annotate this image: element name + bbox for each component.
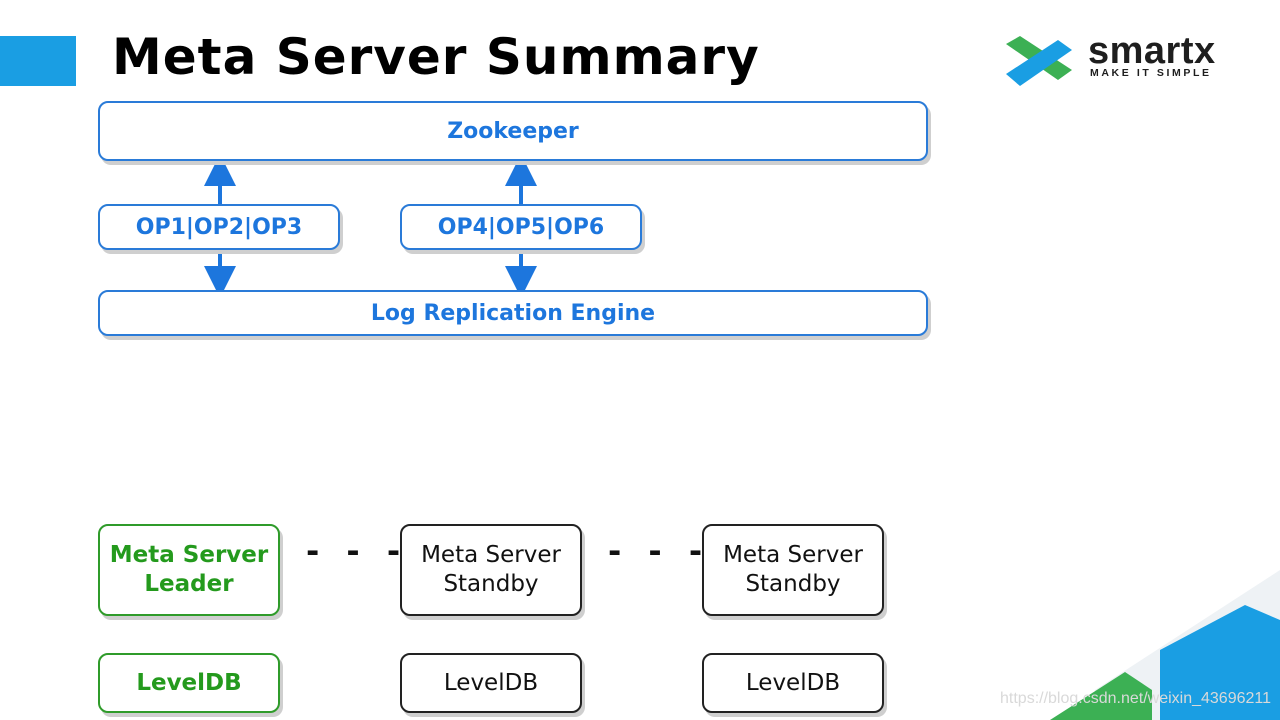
leveldb-label: LevelDB [745,669,841,696]
corner-blue-shape [1160,605,1280,720]
zookeeper-label: Zookeeper [447,118,579,144]
log-replication-engine-label: Log Replication Engine [370,300,656,326]
smartx-logo: smartx MAKE IT SIMPLE [1004,30,1234,90]
node-role-line1: Meta Server [723,542,863,568]
op-group-2-box: OP4|OP5|OP6 [400,204,642,250]
leveldb-box-leader: LevelDB [98,653,280,713]
node-role-line2: Standby [745,571,841,597]
node-role-line2: Leader [144,571,234,597]
node-role-line1: Meta Server [109,542,269,568]
leveldb-box-standby: LevelDB [702,653,884,713]
ellipsis-separator: - - - [608,532,711,570]
logo-wordmark: smartx [1088,30,1216,72]
node-role-line1: Meta Server [421,542,561,568]
header-accent-bar [0,36,76,86]
op-group-2-label: OP4|OP5|OP6 [437,214,605,240]
meta-server-leader-box: Meta Server Leader [98,524,280,616]
page-title: Meta Server Summary [112,28,760,86]
meta-server-standby-box: Meta Server Standby [400,524,582,616]
meta-server-standby-box: Meta Server Standby [702,524,884,616]
log-replication-engine-box: Log Replication Engine [98,290,928,336]
zookeeper-box: Zookeeper [98,101,928,161]
watermark-url: https://blog.csdn.net/weixin_43696211 [1000,690,1272,707]
ellipsis-separator: - - - [306,532,409,570]
leveldb-label: LevelDB [443,669,539,696]
leveldb-box-standby: LevelDB [400,653,582,713]
logo-tagline: MAKE IT SIMPLE [1090,67,1212,79]
leveldb-label: LevelDB [136,669,242,696]
op-group-1-label: OP1|OP2|OP3 [135,214,303,240]
op-group-1-box: OP1|OP2|OP3 [98,204,340,250]
corner-green-shape [1050,672,1152,720]
node-role-line2: Standby [443,571,539,597]
smartx-logo-icon [1006,36,1072,86]
